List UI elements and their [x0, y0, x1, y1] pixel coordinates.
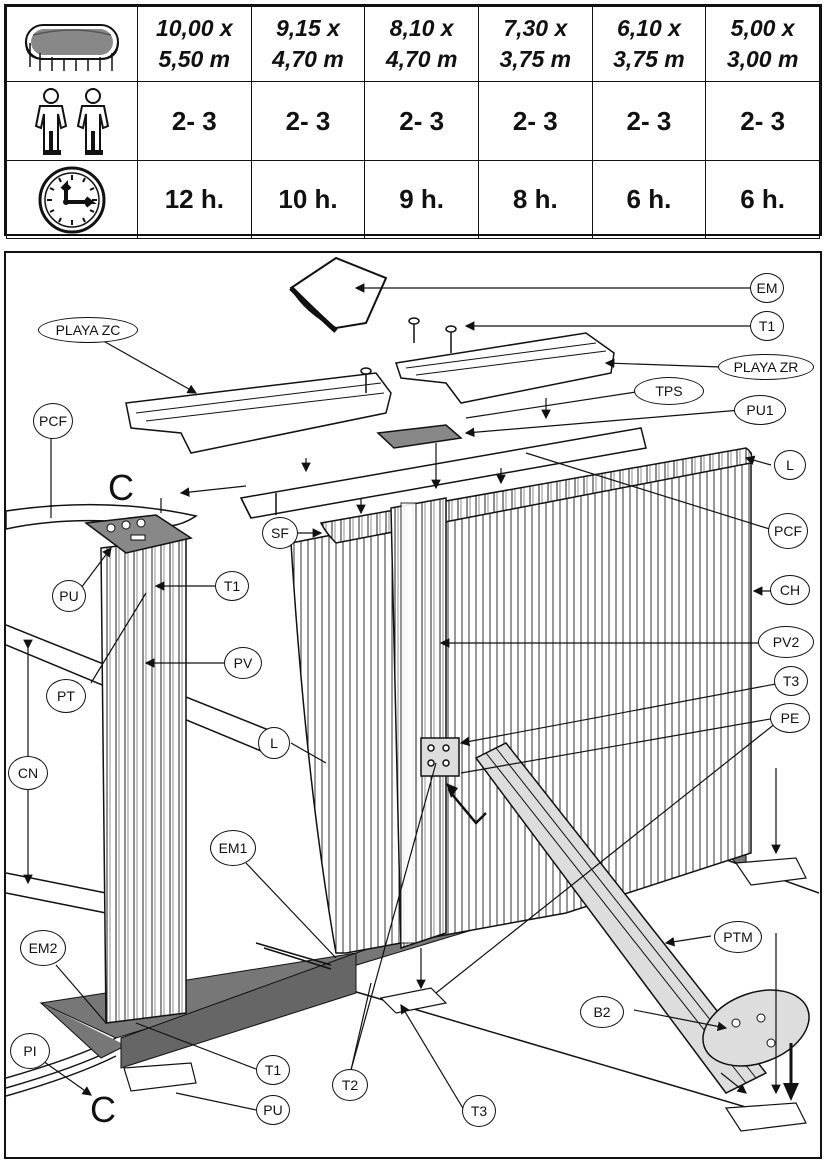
hours-cell: 6 h. — [591, 160, 707, 239]
assembly-diagram: EM T1 PLAYA ZC PLAYA ZR TPS PU1 PCF L C … — [4, 251, 822, 1159]
label-em1: EM1 — [210, 830, 256, 866]
label-em2: EM2 — [20, 930, 66, 966]
label-t1-mid: T1 — [215, 571, 249, 601]
hours-cell: 9 h. — [364, 160, 479, 239]
people-row: 2- 3 2- 3 2- 3 2- 3 2- 3 2- 3 — [6, 81, 820, 161]
label-pu-bottom: PU — [256, 1095, 290, 1125]
hours-cell: 8 h. — [477, 160, 593, 239]
label-ch: CH — [770, 575, 810, 605]
b2-cap — [702, 989, 810, 1067]
pv-upright — [100, 537, 187, 1024]
clock-icon-cell — [6, 160, 138, 239]
pu1-plate — [376, 424, 463, 449]
clock-icon — [38, 166, 106, 233]
assembly-illustration — [6, 256, 819, 1132]
em-coping — [289, 256, 388, 330]
people-cell: 2- 3 — [477, 81, 593, 161]
label-pu1: PU1 — [734, 395, 786, 425]
label-ptm: PTM — [714, 921, 762, 953]
playa-zr — [395, 332, 615, 404]
pool-icon-cell — [6, 6, 138, 82]
label-t1-top: T1 — [750, 311, 784, 341]
hours-cell: 12 h. — [137, 160, 252, 239]
label-em: EM — [750, 273, 784, 303]
em1-strips — [255, 942, 332, 970]
people-cell: 2- 3 — [705, 81, 820, 161]
people-cell: 2- 3 — [364, 81, 479, 161]
hours-cell: 6 h. — [705, 160, 820, 239]
label-cn: CN — [8, 756, 48, 790]
hours-cell: 10 h. — [250, 160, 366, 239]
label-c-bottom: C — [90, 1089, 116, 1130]
people-cell: 2- 3 — [591, 81, 707, 161]
upright-bracket — [420, 737, 460, 777]
label-tps: TPS — [634, 377, 704, 405]
label-c-top: C — [108, 467, 134, 508]
screws — [360, 317, 457, 393]
label-pt: PT — [46, 679, 86, 713]
floor-brackets — [123, 857, 807, 1132]
people-cell: 2- 3 — [137, 81, 252, 161]
people-cell: 2- 3 — [250, 81, 366, 161]
label-pi: PI — [10, 1033, 50, 1069]
label-pv2: PV2 — [758, 626, 814, 658]
label-t3-bottom: T3 — [462, 1095, 496, 1127]
label-playa-zc: PLAYA ZC — [38, 317, 138, 343]
label-pcf-left: PCF — [33, 403, 73, 439]
label-b2: B2 — [580, 996, 624, 1028]
label-l-mid: L — [258, 727, 290, 759]
playa-zc — [125, 372, 392, 454]
people-icon-cell — [6, 81, 138, 161]
label-t3-top: T3 — [774, 666, 808, 696]
label-pcf-right: PCF — [768, 513, 808, 549]
label-pu-top: PU — [52, 580, 86, 612]
leader-lines — [23, 283, 782, 1111]
label-pe: PE — [770, 703, 810, 733]
time-row: 12 h. 10 h. 9 h. 8 h. 6 h. 6 h. — [6, 160, 820, 239]
label-l-top: L — [774, 450, 806, 480]
oval-pool-icon — [25, 24, 119, 71]
label-t1-bottom: T1 — [256, 1055, 290, 1085]
label-sf: SF — [262, 517, 298, 549]
label-playa-zr: PLAYA ZR — [718, 354, 814, 380]
pv2-upright — [390, 497, 447, 950]
label-t2: T2 — [332, 1069, 368, 1101]
label-pv: PV — [224, 647, 262, 679]
two-people-icon — [34, 88, 110, 155]
